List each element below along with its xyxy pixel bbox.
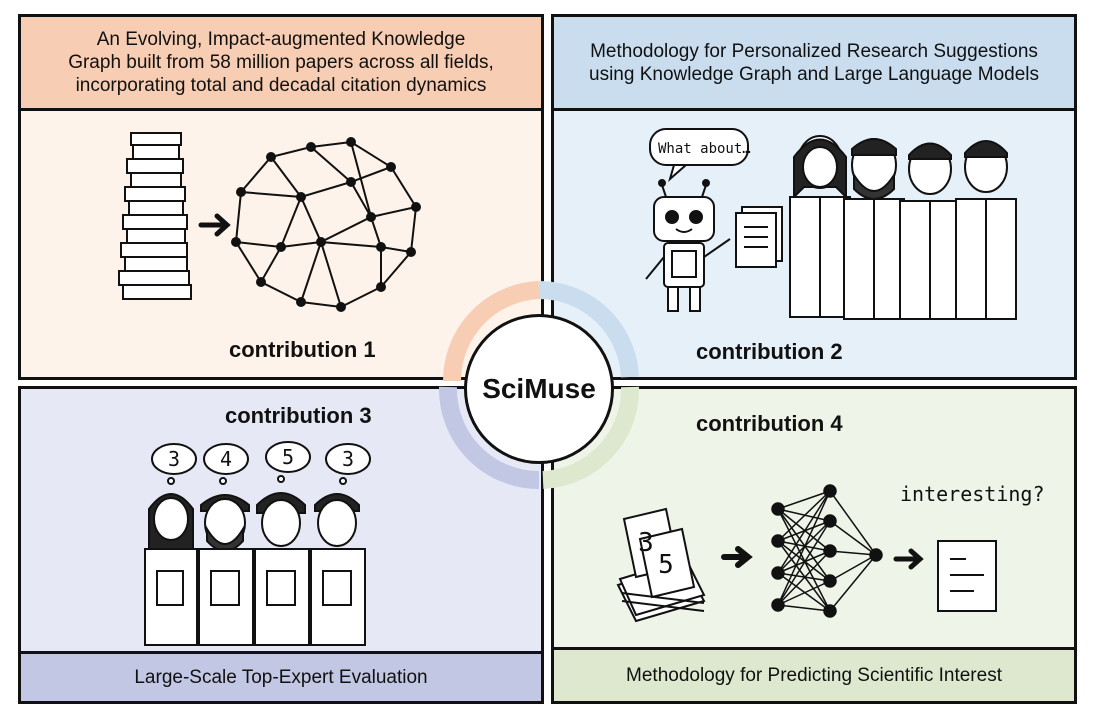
book-stack-icon [118,132,192,300]
panel-1-header: An Evolving, Impact-augmented Knowledge … [21,17,541,111]
interesting-annotation: interesting? [900,482,1045,506]
panel-3-footer: Large-Scale Top-Expert Evaluation [21,651,541,701]
panel-1-illustration [118,132,421,312]
knowledge-graph-icon [231,137,421,312]
ring-segment-top-left [442,281,540,382]
ring-segment-bottom-right [542,386,640,489]
ring-segment-top-right [538,280,639,378]
rating-4: 3 [342,447,354,471]
panel-4-footer: Methodology for Predicting Scientific In… [554,647,1074,701]
scientists-icon [789,135,1017,320]
document-icon [937,540,997,612]
panel-1-header-line-2: Graph built from 58 million papers acros… [68,52,494,73]
ring-segment-bottom-left [438,386,540,489]
panel-4-contribution-label: contribution 4 [696,411,843,436]
card-value-2: 5 [658,550,674,580]
robot-icon [645,179,731,312]
rating-2: 4 [220,447,232,471]
card-value-1: 3 [638,528,654,558]
rating-3: 5 [282,445,294,469]
panel-1-contribution-label: contribution 1 [229,337,376,362]
panel-1-header-line-1: An Evolving, Impact-augmented Knowledge [96,29,466,50]
panel-2-header-line-1: Methodology for Personalized Research Su… [590,40,1038,62]
panel-4-illustration: 3 5 interesting? [616,482,1045,623]
experts-icon [144,492,366,646]
thought-bubble-icon [151,441,371,485]
neural-network-icon [771,484,883,618]
paper-pile-icon [616,507,706,623]
panel-contribution-4: 3 5 interesting? contribution 4 Metho [551,386,1077,704]
rating-1: 3 [168,447,180,471]
panel-2-contribution-label: contribution 2 [696,339,843,364]
arrow-icon [893,548,924,570]
panel-2-illustration: What about… [645,128,1017,320]
panel-contribution-3: 3 4 5 3 contribution 3 Large-Scale Top-E… [18,386,544,704]
panel-contribution-2: Methodology for Personalized Research Su… [551,14,1077,380]
panel-1-header-line-3: incorporating total and decadal citation… [75,75,487,96]
documents-icon [735,206,783,268]
panel-contribution-1: An Evolving, Impact-augmented Knowledge … [18,14,544,380]
panel-3-contribution-label: contribution 3 [225,403,372,428]
speech-bubble [649,128,749,182]
panel-3-illustration: 3 4 5 3 [144,441,371,646]
panel-2-header: Methodology for Personalized Research Su… [554,17,1074,111]
speech-bubble-text: What about… [658,141,751,157]
scimuse-center-title: SciMuse [464,314,614,464]
panel-2-header-line-2: using Knowledge Graph and Large Language… [589,63,1039,85]
arrow-icon [721,546,753,568]
arrow-icon [198,213,231,237]
